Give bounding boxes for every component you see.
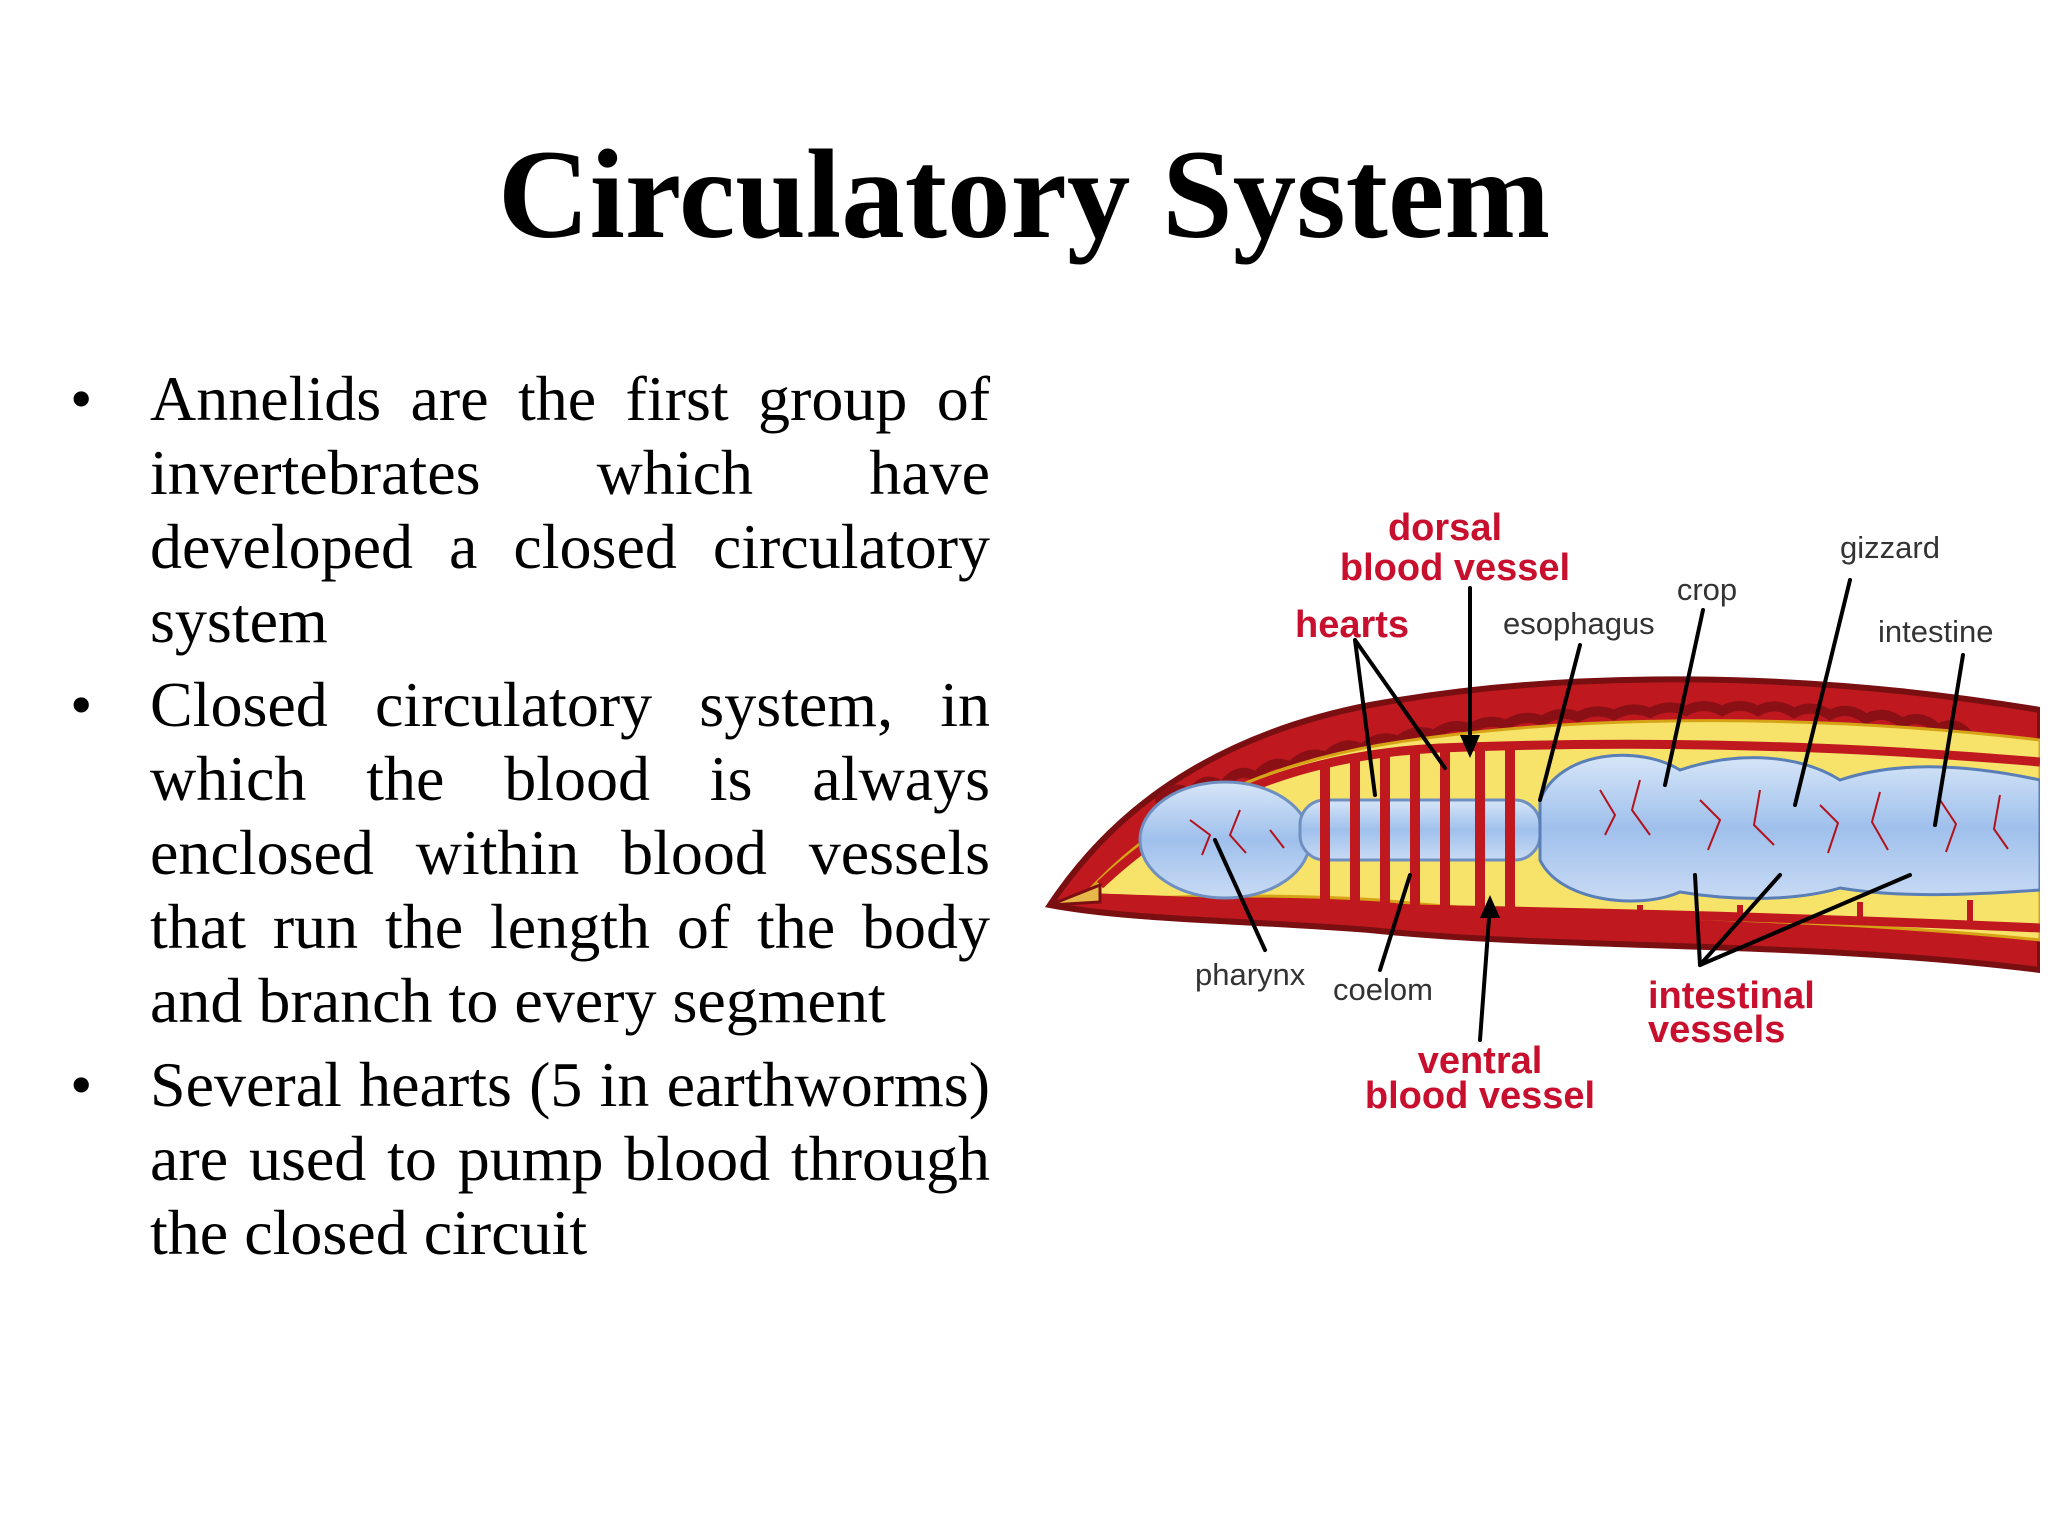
bullet-text: Annelids are the first group of inverteb… bbox=[150, 363, 990, 656]
pointer-esophagus bbox=[1538, 643, 1582, 802]
label-dorsal-line2: blood vessel bbox=[1340, 547, 1570, 589]
label-crop: crop bbox=[1677, 572, 1737, 607]
label-hearts: hearts bbox=[1295, 604, 1409, 646]
label-pharynx: pharynx bbox=[1195, 957, 1306, 992]
label-coelom: coelom bbox=[1333, 972, 1433, 1007]
bullet-dot: • bbox=[70, 1049, 93, 1120]
label-ventral-line1: ventral bbox=[1418, 1040, 1543, 1082]
bullet-text: Several hearts (5 in earthworms) are use… bbox=[150, 1049, 990, 1268]
label-intestinal-line1: intestinal bbox=[1648, 975, 1815, 1017]
pointer-intestinal-1 bbox=[1693, 873, 1702, 967]
crop-gizzard-intestine bbox=[1538, 753, 2040, 903]
label-ventral-line2: blood vessel bbox=[1365, 1075, 1595, 1117]
pointer-arrowheads bbox=[1460, 735, 1500, 918]
vessel-branches bbox=[1189, 779, 2009, 856]
bullet-dot: • bbox=[70, 363, 93, 434]
earthworm-diagram: dorsal blood vessel hearts esophagus cro… bbox=[1040, 500, 2040, 1160]
pointer-intestinal-2 bbox=[1698, 873, 1782, 967]
label-gizzard: gizzard bbox=[1840, 530, 1940, 565]
bullet-text: Closed circulatory system, in which the … bbox=[150, 669, 990, 1036]
pointer-coelom bbox=[1378, 873, 1412, 972]
pointer-lines bbox=[1213, 578, 1965, 1042]
slide-title: Circulatory System bbox=[497, 125, 1551, 265]
bullet-item: • Annelids are the first group of invert… bbox=[70, 362, 990, 658]
pointer-gizzard bbox=[1793, 578, 1852, 807]
label-intestine: intestine bbox=[1878, 614, 1993, 649]
prostomium bbox=[1049, 882, 1102, 907]
intestinal-connectors bbox=[1637, 900, 1973, 926]
pointer-hearts-2 bbox=[1353, 638, 1447, 770]
label-esophagus: esophagus bbox=[1503, 606, 1655, 641]
earthworm-illustration: dorsal blood vessel hearts esophagus cro… bbox=[1044, 507, 2040, 1117]
bullet-dot: • bbox=[70, 669, 93, 740]
bullet-item: • Closed circulatory system, in which th… bbox=[70, 668, 990, 1038]
heart-rings bbox=[1320, 750, 1515, 911]
pointer-hearts-1 bbox=[1353, 638, 1377, 797]
pointer-intestine bbox=[1933, 653, 1965, 827]
bullet-list: • Annelids are the first group of invert… bbox=[70, 362, 990, 1280]
bullet-item: • Several hearts (5 in earthworms) are u… bbox=[70, 1048, 990, 1270]
label-intestinal-line2: vessels bbox=[1648, 1009, 1785, 1051]
pointer-intestinal-3 bbox=[1698, 873, 1912, 967]
segment-ridges bbox=[1155, 701, 1973, 805]
pointer-crop bbox=[1663, 608, 1705, 787]
pointer-ventral bbox=[1478, 903, 1492, 1042]
pharynx-organ bbox=[1138, 780, 1312, 900]
pointer-pharynx bbox=[1213, 838, 1267, 952]
label-dorsal-line1: dorsal bbox=[1388, 507, 1502, 549]
